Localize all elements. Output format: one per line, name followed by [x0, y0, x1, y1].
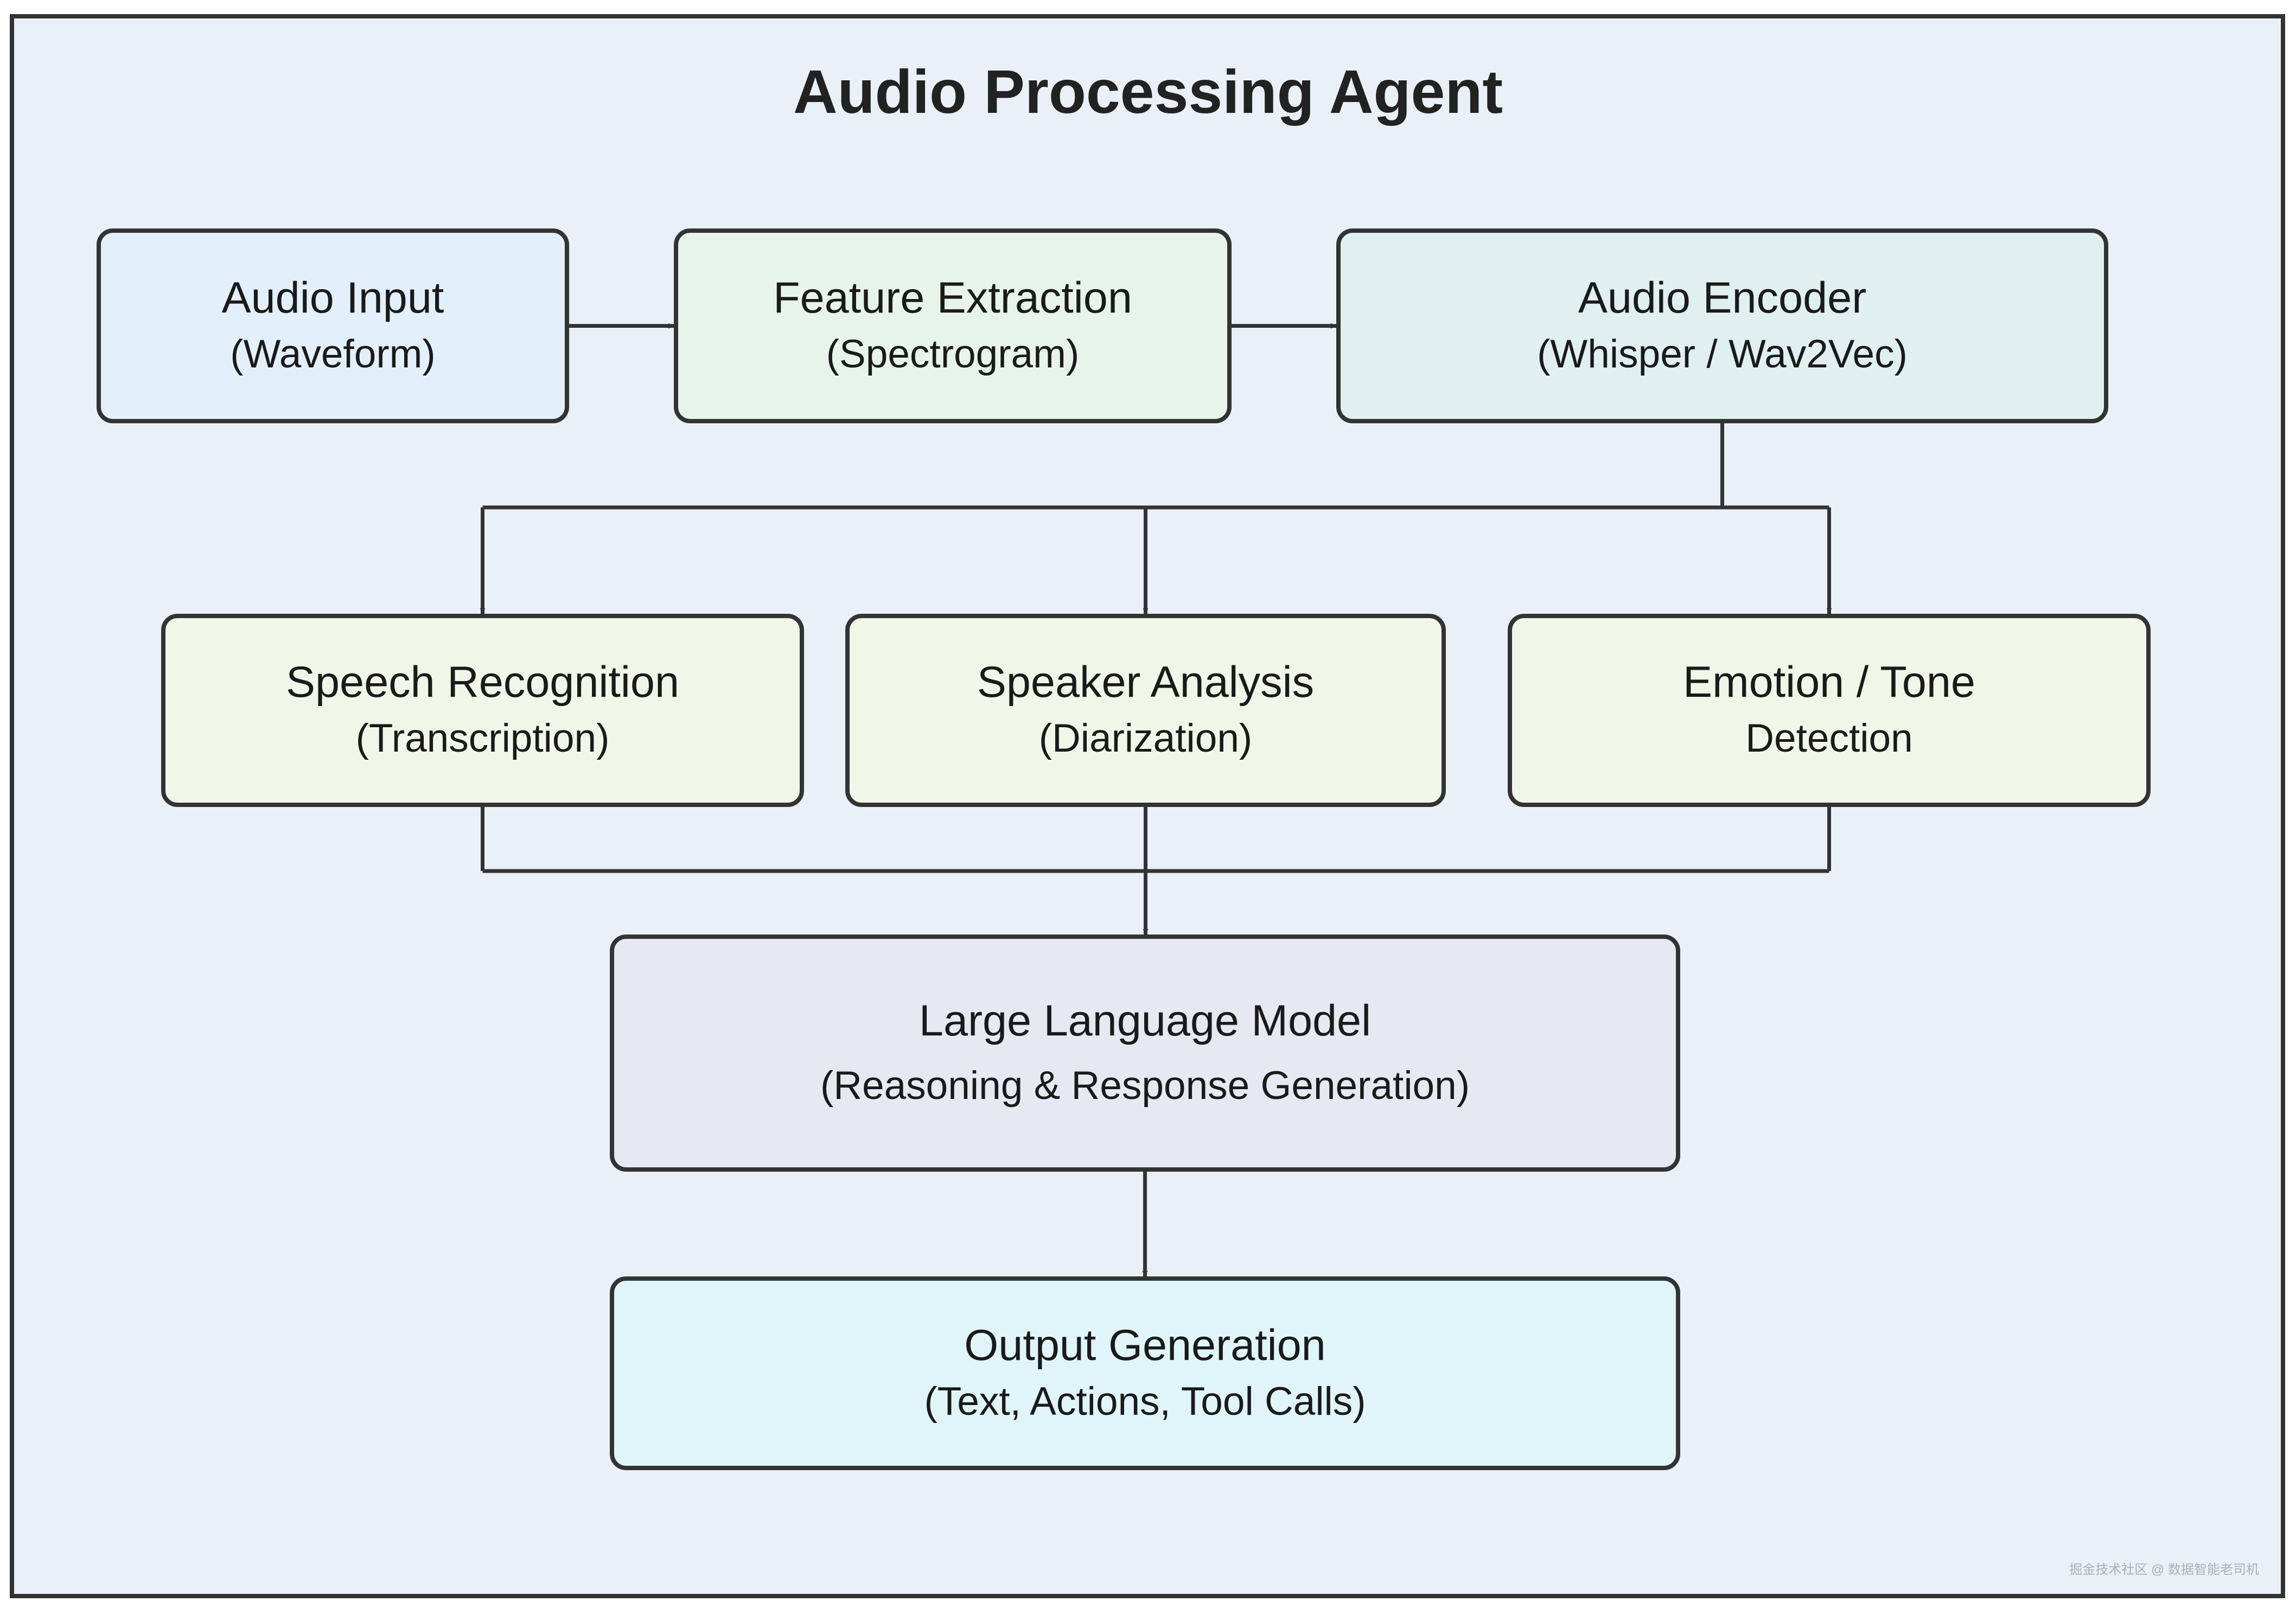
- node-emotion-tone-sublabel: Detection: [1745, 716, 1913, 760]
- node-speech-recognition-label: Speech Recognition: [285, 658, 679, 707]
- node-emotion-tone-label: Emotion / Tone: [1683, 658, 1975, 707]
- node-output-generation: Output Generation (Text, Actions, Tool C…: [610, 1276, 1680, 1470]
- node-speaker-analysis: Speaker Analysis (Diarization): [845, 614, 1446, 807]
- node-audio-encoder-label: Audio Encoder: [1578, 273, 1867, 322]
- watermark: 掘金技术社区 @ 数据智能老司机: [2069, 1562, 2259, 1577]
- diagram-title: Audio Processing Agent: [793, 58, 1503, 126]
- node-feature-extraction-label: Feature Extraction: [773, 273, 1132, 322]
- node-speaker-analysis-sublabel: (Diarization): [1038, 716, 1253, 760]
- node-output-generation-label: Output Generation: [964, 1320, 1326, 1370]
- node-emotion-tone: Emotion / Tone Detection: [1508, 614, 2151, 807]
- node-output-generation-sublabel: (Text, Actions, Tool Calls): [924, 1379, 1366, 1423]
- node-feature-extraction-sublabel: (Spectrogram): [826, 332, 1080, 376]
- node-audio-input: Audio Input (Waveform): [97, 228, 569, 423]
- node-speech-recognition-sublabel: (Transcription): [355, 716, 610, 760]
- node-large-language-model-label: Large Language Model: [919, 996, 1372, 1045]
- node-audio-input-label: Audio Input: [221, 273, 444, 322]
- node-feature-extraction: Feature Extraction (Spectrogram): [674, 228, 1232, 423]
- node-large-language-model-sublabel: (Reasoning & Response Generation): [820, 1063, 1470, 1108]
- node-speaker-analysis-label: Speaker Analysis: [977, 658, 1315, 707]
- node-audio-input-sublabel: (Waveform): [230, 332, 436, 376]
- node-speech-recognition: Speech Recognition (Transcription): [161, 614, 804, 807]
- node-audio-encoder: Audio Encoder (Whisper / Wav2Vec): [1336, 228, 2108, 423]
- node-large-language-model: Large Language Model (Reasoning & Respon…: [610, 935, 1680, 1172]
- node-audio-encoder-sublabel: (Whisper / Wav2Vec): [1537, 332, 1908, 376]
